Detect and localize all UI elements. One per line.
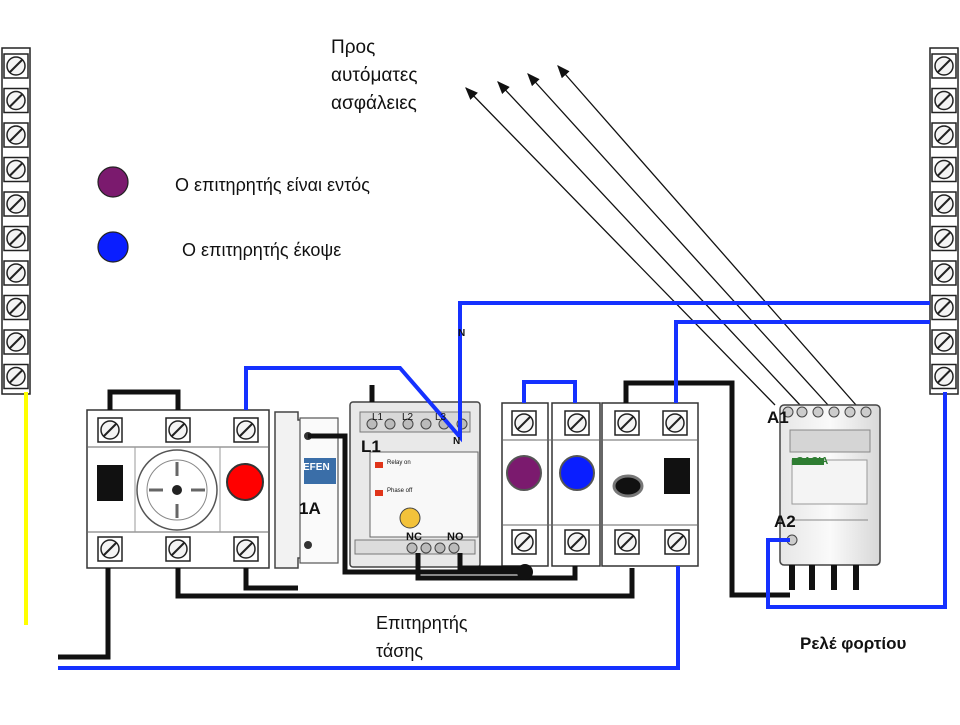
left-terminal-screw-icon bbox=[3, 53, 29, 79]
right-terminal-screw-icon bbox=[931, 122, 957, 148]
gacia-brand-label: GACIA bbox=[796, 456, 829, 467]
breaker-1a bbox=[274, 411, 339, 569]
nc-label: NC bbox=[406, 531, 422, 543]
left-terminal-screw-icon bbox=[3, 225, 29, 252]
left-terminal-screw-icon bbox=[3, 87, 29, 114]
neutral-wire-label: N bbox=[458, 328, 466, 339]
legend-off-text: Ο επιτηρητής έκοψε bbox=[182, 240, 342, 260]
load-relay-device bbox=[779, 404, 881, 590]
right-terminal-screw-icon bbox=[931, 363, 957, 390]
right-terminal-screw-icon bbox=[931, 87, 957, 114]
right-terminal-screw-icon bbox=[931, 329, 957, 355]
voltage-monitor-label-line-2: τάσης bbox=[376, 641, 424, 661]
voltage-monitor-device bbox=[349, 401, 481, 568]
right-terminal-screw-icon bbox=[931, 260, 957, 286]
voltage-monitor-label-line-1: Επιτηρητής bbox=[376, 613, 468, 633]
a1-label: A1 bbox=[767, 408, 789, 427]
switch-lever-icon bbox=[97, 465, 123, 501]
junction-dot bbox=[517, 564, 533, 580]
red-lamp-icon bbox=[226, 463, 264, 501]
l1-label: L1 bbox=[361, 437, 381, 456]
right-terminal-screw-icon bbox=[931, 53, 957, 79]
left-terminal-screw-icon bbox=[3, 294, 29, 321]
breaker-rating-label: 1A bbox=[299, 499, 321, 518]
black-wires bbox=[58, 380, 790, 660]
fuse-arrows bbox=[465, 65, 857, 406]
fuse-annotation-line-2: αυτόματες bbox=[331, 65, 418, 86]
purple-lamp-icon bbox=[506, 455, 542, 491]
switch-module bbox=[86, 409, 270, 569]
left-terminal-strip bbox=[1, 47, 31, 625]
monitor-n-label: N bbox=[453, 436, 461, 447]
left-terminal-screw-icon bbox=[3, 363, 29, 390]
left-terminal-screw-icon bbox=[3, 156, 29, 183]
terminal-l1-label: L1 bbox=[372, 412, 384, 423]
right-terminal-screw-icon bbox=[931, 225, 957, 252]
efen-brand-label: EFEN bbox=[303, 462, 330, 473]
a2-label: A2 bbox=[774, 512, 796, 531]
left-terminal-screw-icon bbox=[3, 122, 29, 148]
right-terminal-screw-icon bbox=[931, 191, 957, 217]
right-terminal-screw-icon bbox=[931, 294, 957, 321]
black-button-icon bbox=[612, 474, 644, 498]
no-label: NO bbox=[447, 531, 464, 543]
blue-wires bbox=[58, 301, 947, 670]
blue-lamp-icon bbox=[559, 455, 595, 491]
fuse-annotation-line-3: ασφάλειες bbox=[331, 93, 417, 114]
legend-purple-lamp-icon bbox=[97, 166, 129, 198]
left-terminal-screw-icon bbox=[3, 329, 29, 355]
fuse-annotation-line-1: Προς bbox=[331, 37, 376, 58]
auxiliary-switch-module bbox=[601, 402, 699, 567]
right-terminal-screw-icon bbox=[931, 156, 957, 183]
right-terminal-strip bbox=[929, 47, 959, 395]
left-terminal-screw-icon bbox=[3, 260, 29, 286]
phase-off-label: Phase off bbox=[387, 488, 413, 494]
left-terminal-screw-icon bbox=[3, 191, 29, 217]
switch-lever-icon-2 bbox=[664, 458, 690, 494]
relay-on-label: Relay on bbox=[387, 460, 411, 466]
load-relay-label: Ρελέ φορτίου bbox=[800, 634, 907, 653]
indicator-lamp-modules bbox=[501, 402, 601, 567]
legend-on-text: Ο επιτηρητής είναι εντός bbox=[175, 175, 370, 195]
terminal-l3-label: L3 bbox=[435, 412, 447, 423]
legend-blue-lamp-icon bbox=[97, 231, 129, 263]
terminal-l2-label: L2 bbox=[402, 412, 414, 423]
